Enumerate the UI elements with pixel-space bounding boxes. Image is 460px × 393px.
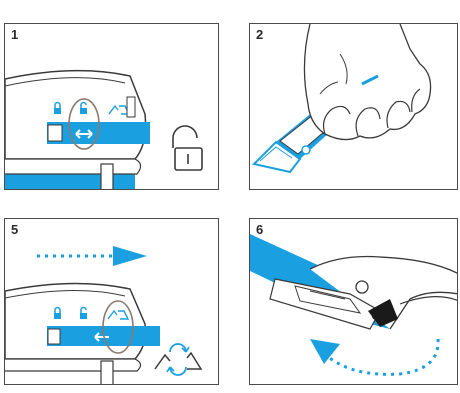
step-number: 6 (256, 222, 264, 237)
arrow-left-icon (94, 332, 109, 342)
hand (303, 24, 432, 141)
auto-retract-large-icon (154, 343, 203, 376)
double-arrow-icon (75, 129, 93, 139)
auto-retract-icon (108, 96, 136, 118)
highlight-circle (68, 98, 100, 150)
step-panel-1: 1 (4, 23, 219, 190)
step-number: 1 (11, 27, 19, 42)
auto-retract-icon (107, 309, 130, 320)
lock-open-icon (80, 306, 87, 319)
step-number: 2 (256, 27, 264, 42)
lock-closed-icon (54, 101, 61, 114)
step-panel-5: 5 (4, 218, 219, 385)
dotted-arrow-right-icon (37, 246, 147, 266)
blade (252, 140, 302, 174)
dotted-rotate-arrow-icon (310, 338, 440, 376)
step-number: 5 (11, 222, 19, 237)
open-padlock-icon (172, 125, 203, 171)
blade-carrier (269, 278, 398, 330)
step-panel-6: 6 (249, 218, 458, 385)
step-2-illustration (252, 24, 432, 174)
step-1-illustration (5, 69, 203, 189)
lock-open-icon (80, 101, 87, 114)
step-6-illustration (250, 234, 457, 376)
step-5-illustration (5, 246, 203, 384)
lock-closed-icon (54, 306, 61, 319)
highlight-circle (102, 300, 134, 354)
screw (301, 145, 311, 155)
step-panel-2: 2 (249, 23, 458, 190)
